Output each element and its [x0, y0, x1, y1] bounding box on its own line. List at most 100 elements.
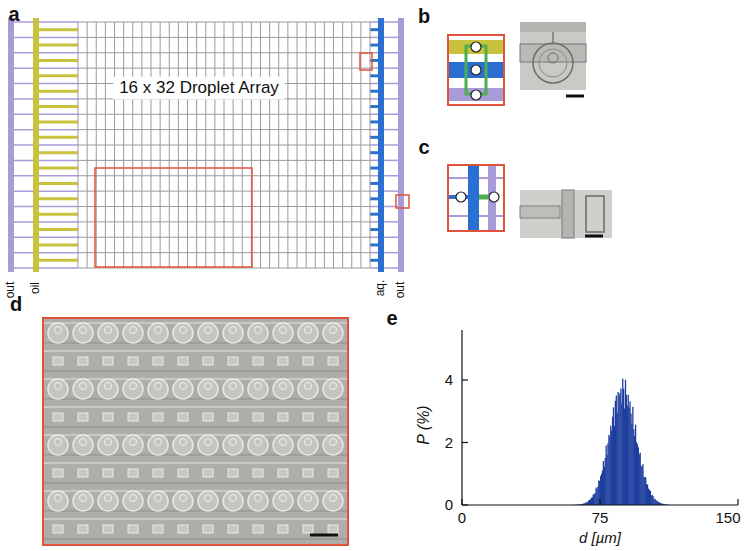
droplet-core [130, 327, 137, 334]
trap-outlet [178, 413, 188, 421]
trap-outlet [303, 357, 313, 365]
droplet-core [330, 327, 337, 334]
trap-outlet [328, 525, 338, 533]
droplet [223, 323, 243, 343]
aqueous-inlet [370, 243, 378, 246]
histogram-bar [591, 498, 592, 505]
aqueous-inlet [370, 182, 378, 185]
trap-outlet [303, 469, 313, 477]
aqueous-inlet [370, 28, 378, 31]
panel-letter: a [8, 3, 19, 25]
histogram-bar [646, 484, 647, 505]
grid-line [78, 191, 370, 192]
array-title: 16 x 32 Droplet Array [115, 78, 283, 99]
droplet-core [80, 439, 87, 446]
micrograph-channel [43, 539, 348, 540]
droplet [148, 379, 168, 399]
droplet [323, 435, 343, 455]
droplet-core [280, 439, 287, 446]
grid-line [78, 114, 370, 115]
droplet-core [205, 439, 212, 446]
droplet-core [205, 495, 212, 502]
micrograph-trap [539, 49, 567, 77]
axis-title: P (%) [415, 405, 433, 444]
histogram-bar [633, 429, 634, 505]
array-schematic [8, 18, 409, 272]
histogram [462, 330, 738, 505]
aqueous-inlet [370, 151, 378, 154]
micrograph-channel [552, 32, 554, 44]
oil-inlet [39, 151, 78, 154]
trap-outlet [128, 469, 138, 477]
droplet [48, 323, 68, 343]
droplet [298, 491, 318, 511]
oil-inlet [39, 44, 78, 47]
tick-label: 150 [715, 510, 740, 527]
micrograph-channel [43, 406, 348, 408]
droplet [73, 491, 93, 511]
outlet-channel [370, 67, 400, 69]
outlet-channel [13, 206, 78, 208]
histogram-bar [588, 500, 589, 505]
scale-bar [585, 235, 603, 238]
histogram-bar [628, 395, 629, 505]
trap-outlet [78, 469, 88, 477]
droplet [223, 379, 243, 399]
histogram-bar [652, 496, 653, 505]
trap-channel [466, 46, 486, 94]
oil-inlet [39, 182, 78, 185]
droplet-core [130, 383, 137, 390]
histogram-bar [629, 401, 630, 505]
histogram-bar [616, 396, 617, 505]
trap-outlet [278, 413, 288, 421]
aqueous-inlet [370, 105, 378, 108]
micrograph-channel [586, 196, 604, 232]
droplet [48, 435, 68, 455]
zoom-frame [448, 35, 504, 105]
micrograph-channel [43, 343, 348, 344]
trap-outlet [78, 413, 88, 421]
tick-label: 2 [445, 434, 453, 451]
droplet-core [280, 327, 287, 334]
outlet-channel [370, 175, 400, 177]
histogram-bar [593, 494, 594, 505]
aqueous-inlet [370, 90, 378, 93]
micrograph-channel [43, 483, 348, 484]
oil-inlet [39, 259, 78, 262]
histogram-bar [635, 425, 636, 505]
trap-outlet [303, 525, 313, 533]
trap-outlet [103, 525, 113, 533]
trap-outlet [253, 357, 263, 365]
droplet [48, 491, 68, 511]
trap-outlet [178, 525, 188, 533]
droplet [298, 435, 318, 455]
droplet [148, 435, 168, 455]
trap-outlet [328, 357, 338, 365]
droplet-core [255, 495, 262, 502]
aqueous-inlet [370, 44, 378, 47]
tick [462, 379, 468, 380]
micrograph [520, 190, 612, 238]
micrograph-trap [548, 53, 558, 63]
trap-outlet [228, 469, 238, 477]
histogram-bar [625, 380, 626, 505]
aqueous-bus [468, 165, 479, 231]
grid-line [78, 221, 370, 222]
droplet [323, 323, 343, 343]
outlet-channel [13, 67, 78, 69]
histogram-bar [642, 464, 643, 505]
trap-outlet [228, 413, 238, 421]
aqueous-inlet [370, 213, 378, 216]
droplet [223, 435, 243, 455]
droplet-core [255, 327, 262, 334]
micrograph-channel [43, 399, 348, 400]
outlet-channel [13, 37, 78, 39]
micrograph-channel [43, 462, 348, 464]
histogram-bar [606, 445, 607, 505]
histogram-bar [610, 426, 611, 505]
droplet [73, 379, 93, 399]
oil-inlet [39, 243, 78, 246]
grid-line [78, 68, 370, 69]
droplet-core [330, 439, 337, 446]
micrograph-channel [520, 22, 586, 32]
